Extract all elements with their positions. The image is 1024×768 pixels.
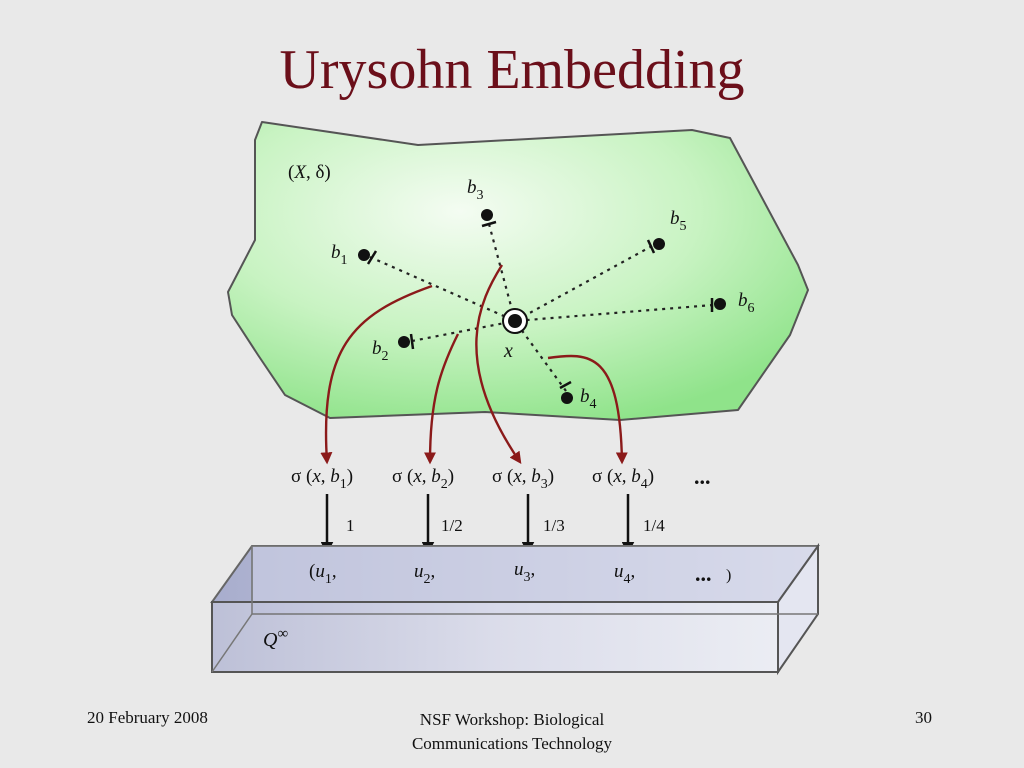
- sigma-ellipsis: ...: [694, 464, 711, 489]
- cube-front-face: [211, 601, 779, 673]
- label-b6: b6: [738, 290, 755, 316]
- sigma-label-4: σ (x, b4): [592, 466, 654, 492]
- cube-edge-hidden: [211, 613, 253, 673]
- coord-u3: u3,: [514, 559, 535, 585]
- point-b2: [398, 336, 410, 348]
- space-label: (X, δ): [288, 162, 331, 183]
- coord-u4: u4,: [614, 561, 635, 587]
- point-b5: [653, 238, 665, 250]
- footer-date: 20 February 2008: [87, 708, 208, 727]
- distance-line-b4: [514, 320, 567, 392]
- point-b3: [481, 209, 493, 221]
- cube-label-q-infinity: Q∞: [263, 626, 288, 651]
- coords-ellipsis: ...: [695, 561, 712, 586]
- urysohn-diagram: (X, δ) b1 b2 b3 b4 b5 b6: [210, 121, 820, 676]
- footer-center-line1: NSF Workshop: Biological: [419, 710, 605, 729]
- label-x: x: [503, 340, 513, 362]
- red-arrow-2: [424, 333, 460, 465]
- label-b3: b3: [467, 177, 484, 203]
- scale-factor-2: 1/2: [441, 516, 463, 535]
- point-b4: [561, 392, 573, 404]
- tick-b1: [366, 250, 378, 265]
- red-arrow-1: [320, 284, 433, 465]
- hilbert-cube-box: [210, 542, 820, 676]
- distance-line-b5: [514, 245, 653, 322]
- sigma-label-2: σ (x, b2): [392, 466, 454, 492]
- footer-page-number: 30: [915, 708, 932, 727]
- tick-b4: [559, 380, 572, 390]
- distance-line-b3: [487, 223, 517, 322]
- scale-factor-4: 1/4: [643, 516, 665, 535]
- sigma-label-1: σ (x, b1): [291, 466, 353, 492]
- tick-b5: [646, 239, 656, 254]
- distance-lines: [369, 223, 714, 392]
- distance-line-b6: [514, 303, 714, 323]
- distance-line-b1: [369, 255, 516, 323]
- coords-close: ): [726, 567, 731, 584]
- scale-factor-3: 1/3: [543, 516, 565, 535]
- sigma-label-3: σ (x, b3): [492, 466, 554, 492]
- label-b1: b1: [331, 242, 348, 268]
- tick-b3: [481, 220, 497, 228]
- distance-line-ticks: [366, 220, 714, 390]
- metric-space-region: [227, 121, 809, 421]
- center-point-x: [502, 308, 528, 334]
- scale-factor-1: 1: [346, 516, 355, 535]
- point-b1: [358, 249, 370, 261]
- label-b2: b2: [372, 338, 389, 364]
- basis-points: [358, 209, 726, 404]
- distance-line-b2: [411, 319, 516, 343]
- label-b5: b5: [670, 208, 687, 234]
- footer-center: NSF Workshop: Biological Communications …: [370, 708, 654, 756]
- tick-b2: [409, 333, 415, 350]
- red-arrow-4: [547, 354, 628, 465]
- coord-u2: u2,: [414, 561, 435, 587]
- point-b6: [714, 298, 726, 310]
- footer-center-line2: Communications Technology: [411, 734, 613, 753]
- coord-u1: (u1,: [309, 561, 337, 587]
- slide-title: Urysohn Embedding: [279, 39, 745, 101]
- red-arrow-3: [475, 264, 522, 464]
- label-b4: b4: [580, 386, 597, 412]
